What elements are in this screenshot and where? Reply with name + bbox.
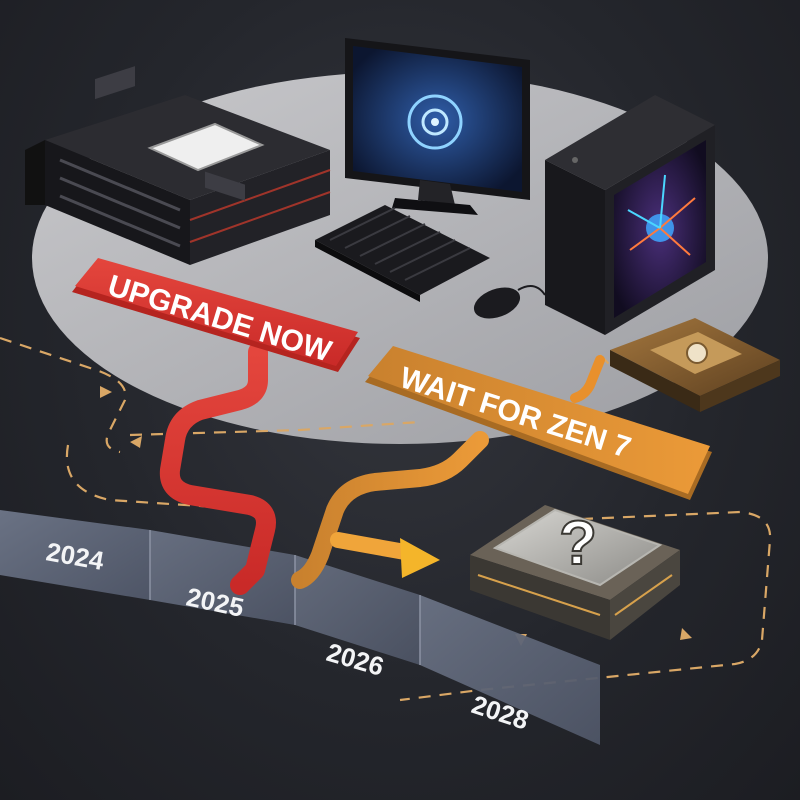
wait-path	[291, 431, 489, 589]
wait-arrowhead	[400, 538, 440, 578]
current-cpu-chip	[610, 318, 780, 412]
wait-path-upper	[570, 355, 605, 403]
monitor-icon	[345, 38, 530, 215]
cpu-chip-icon	[147, 122, 265, 172]
server-chassis-icon	[25, 66, 331, 265]
timeline-band	[0, 510, 600, 745]
wait-branch	[330, 532, 413, 560]
question-mark: ?	[559, 509, 597, 578]
mouse-icon	[473, 285, 546, 319]
upgrade-path	[159, 342, 276, 595]
mystery-cpu-icon	[470, 505, 680, 640]
pc-tower-icon	[545, 95, 715, 335]
keyboard-icon	[315, 205, 490, 302]
